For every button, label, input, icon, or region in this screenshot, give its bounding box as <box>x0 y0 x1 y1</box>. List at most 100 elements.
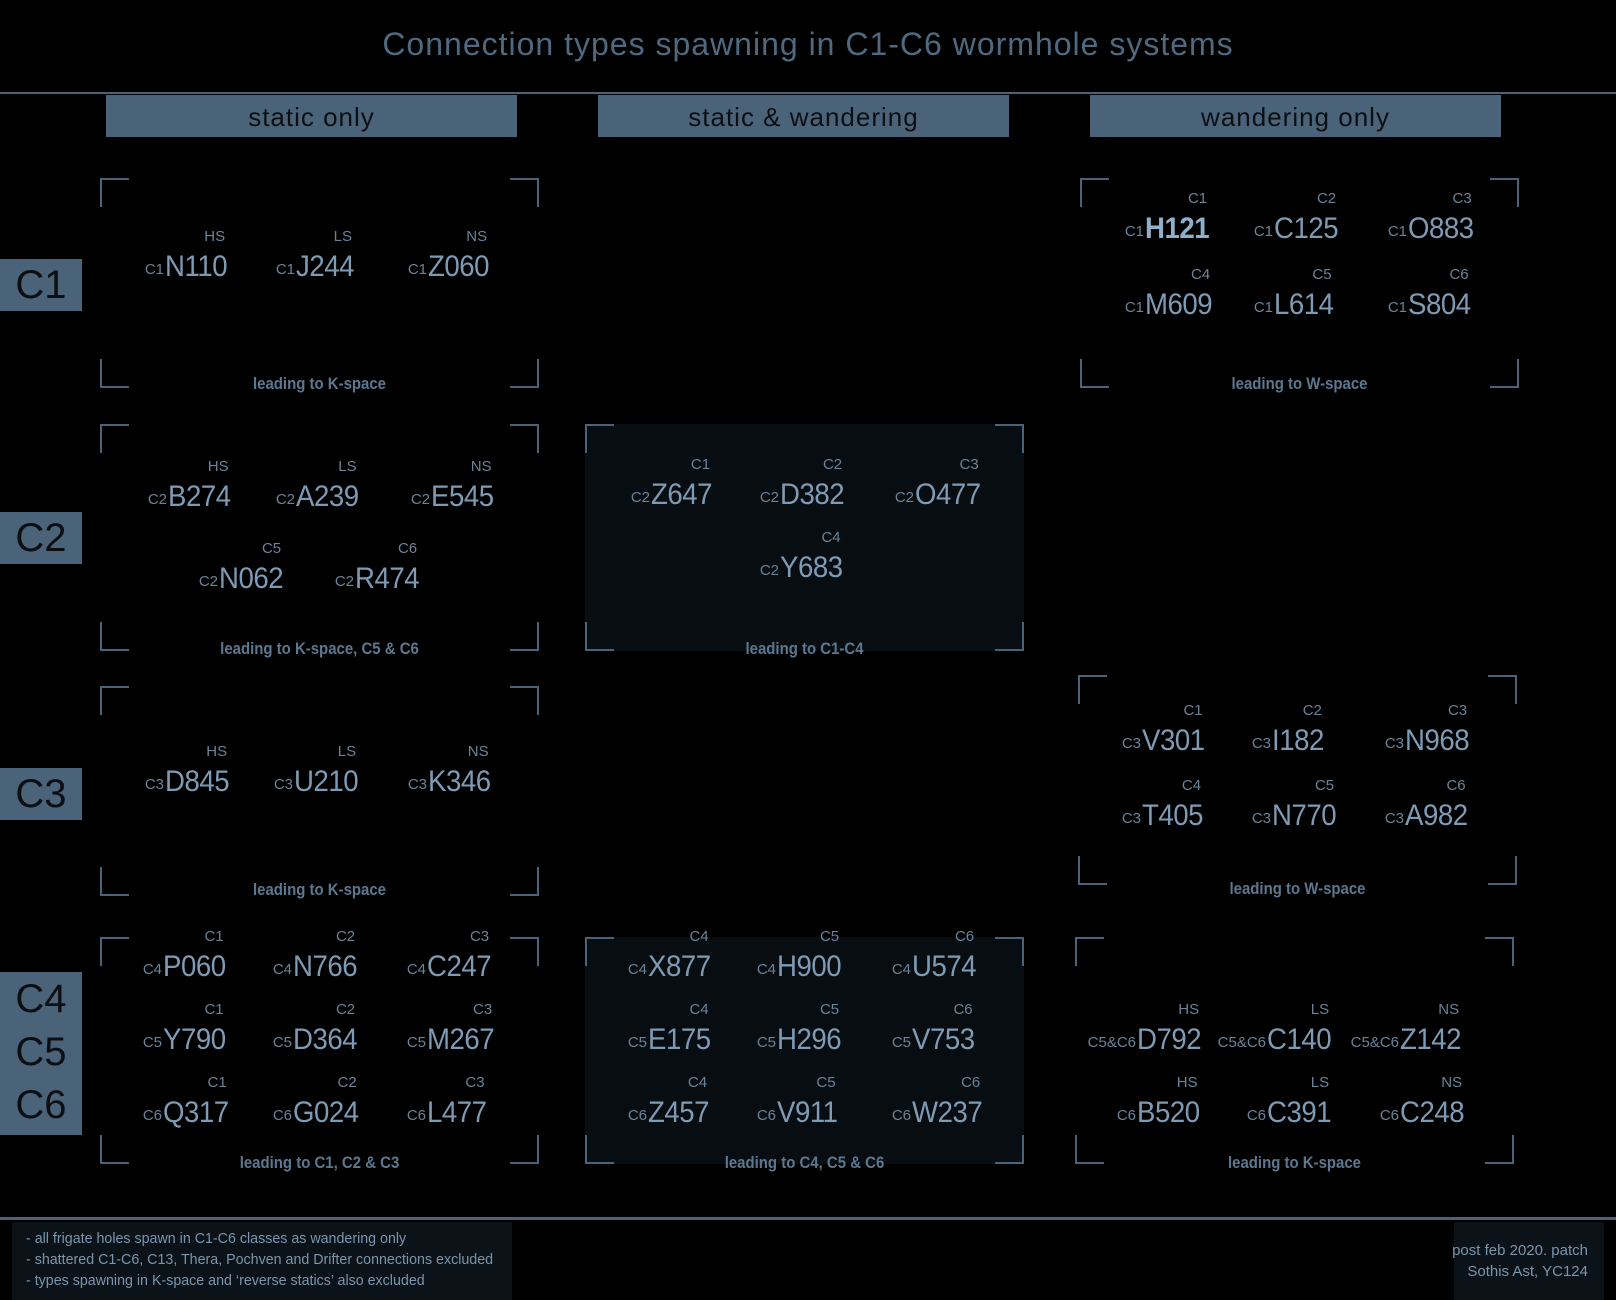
panel-caption: leading to K-space <box>1227 1153 1361 1172</box>
source-class-label: C3 <box>1251 810 1271 827</box>
wormhole-code: M267 <box>427 1023 495 1056</box>
panel-caption: leading to C1, C2 & C3 <box>239 1153 400 1172</box>
source-class-label: C3 <box>407 776 427 793</box>
corner-bracket <box>585 937 614 966</box>
destination-label: C2 <box>822 456 843 473</box>
destination-label: C3 <box>473 1001 493 1018</box>
destination-label: C6 <box>961 1074 981 1091</box>
corner-bracket <box>1485 937 1514 966</box>
wormhole-code: L477 <box>427 1096 487 1129</box>
corner-bracket <box>1078 856 1107 885</box>
panel-caption: leading to W-space <box>1229 879 1366 898</box>
wormhole-code: B520 <box>1137 1096 1200 1129</box>
source-class-label: C1 <box>1124 223 1144 240</box>
corner-bracket <box>510 686 539 715</box>
source-class-label: C6 <box>1116 1107 1136 1124</box>
destination-label: C3 <box>1447 702 1468 719</box>
corner-bracket <box>1490 359 1519 388</box>
corner-bracket <box>510 937 539 966</box>
column-header-static-only: static only <box>106 95 517 137</box>
source-class-label: C1 <box>1387 223 1407 240</box>
source-class-label: C5 <box>756 1034 776 1051</box>
note-line: - all frigate holes spawn in C1-C6 class… <box>26 1230 407 1247</box>
destination-label: LS <box>1310 1001 1330 1018</box>
corner-bracket <box>585 622 614 651</box>
wormhole-code: Y683 <box>780 551 843 584</box>
source-class-label: C2 <box>147 491 167 508</box>
source-class-label: C2 <box>198 573 218 590</box>
source-class-label: C1 <box>144 261 164 278</box>
note-line: - types spawning in K-space and ‘reverse… <box>26 1272 425 1289</box>
destination-label: C5 <box>261 540 282 557</box>
corner-bracket <box>1488 856 1517 885</box>
wormhole-code: R474 <box>355 562 420 595</box>
wormhole-code: U210 <box>294 765 359 798</box>
connection-panel: leading to C1-C4 <box>585 424 1024 658</box>
wormhole-code: Z060 <box>428 250 490 283</box>
corner-bracket <box>585 424 614 453</box>
source-class-label: C5&C6 <box>1350 1034 1399 1051</box>
wormhole-code: H900 <box>777 950 842 983</box>
wormhole-entry: C3 D845 HS <box>145 743 315 799</box>
destination-label: C2 <box>337 1074 357 1091</box>
destination-label: HS <box>206 743 228 760</box>
corner-bracket <box>100 359 129 388</box>
wormhole-code: E545 <box>431 480 494 513</box>
destination-label: LS <box>338 458 357 475</box>
corner-bracket <box>100 867 129 896</box>
source-class-label: C3 <box>273 776 293 793</box>
connection-panel: leading to K-space <box>100 178 539 393</box>
wormhole-code: Z142 <box>1400 1023 1462 1056</box>
destination-label: C5 <box>1314 777 1335 794</box>
row-label: C2 <box>15 516 67 560</box>
credit-box: post feb 2020. patch Sothis Ast, YC124 <box>1452 1222 1604 1300</box>
destination-label: NS <box>1438 1001 1460 1018</box>
connection-panel: leading to K-space, C5 & C6 <box>100 424 539 658</box>
source-class-label: C3 <box>1384 735 1404 752</box>
source-class-label: C4 <box>142 961 162 978</box>
destination-label: C1 <box>204 928 224 945</box>
destination-label: C6 <box>1446 777 1466 794</box>
source-class-label: C5 <box>891 1034 911 1051</box>
row-label: C6 <box>15 1083 67 1127</box>
source-class-label: C1 <box>275 261 295 278</box>
row-header-c4-c5-c6: C4 C5 C6 <box>0 972 82 1135</box>
corner-bracket <box>100 1135 129 1164</box>
destination-label: LS <box>333 228 353 245</box>
source-class-label: C6 <box>142 1107 162 1124</box>
wormhole-code: Q317 <box>163 1096 229 1129</box>
source-class-label: C2 <box>894 489 914 506</box>
wormhole-code: D845 <box>165 765 230 798</box>
row-label: C4 <box>15 977 67 1021</box>
source-class-label: C6 <box>1246 1107 1266 1124</box>
panel-caption: leading to W-space <box>1231 374 1368 393</box>
destination-label: C6 <box>953 1001 973 1018</box>
destination-label: C2 <box>335 1001 356 1018</box>
corner-bracket <box>1490 178 1519 207</box>
connection-panel: leading to W-space <box>1078 675 1517 898</box>
corner-bracket <box>510 424 539 453</box>
wormhole-code: N062 <box>219 562 284 595</box>
wormhole-code: B274 <box>168 480 231 513</box>
connection-panel: leading to C1, C2 & C3 <box>100 937 539 1172</box>
destination-label: C2 <box>1316 190 1337 207</box>
destination-label: C2 <box>1302 702 1322 719</box>
wormhole-code: V911 <box>777 1096 838 1129</box>
